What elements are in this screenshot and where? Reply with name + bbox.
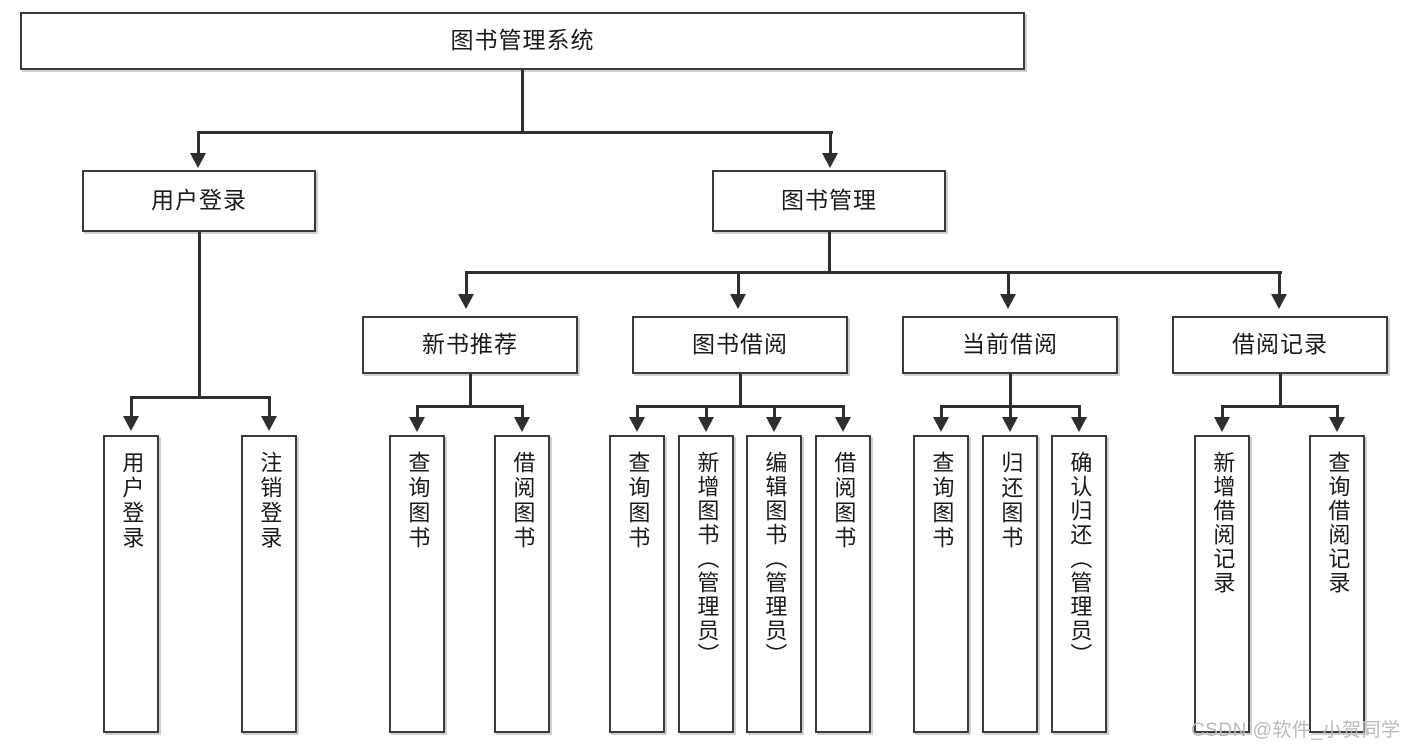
leaf-query-book-1[interactable]: 查询图书 — [389, 435, 445, 733]
leaf-add-record[interactable]: 新增借阅记录 — [1194, 435, 1250, 733]
connector-book-borrow-bus — [637, 405, 845, 408]
leaf-query-book-2[interactable]: 查询图书 — [609, 435, 665, 733]
node-book-management[interactable]: 图书管理 — [712, 170, 946, 232]
arrowhead-bb-to-leaf-1 — [629, 417, 645, 432]
connector-book-management-bus — [466, 271, 1282, 274]
leaf-label: 用户登录 — [119, 451, 145, 551]
connector-user-login-to-leaf-2 — [268, 396, 271, 418]
connector-cb-to-leaf-1 — [940, 405, 943, 419]
leaf-query-record[interactable]: 查询借阅记录 — [1309, 435, 1365, 733]
connector-bb-to-leaf-1 — [636, 405, 639, 419]
leaf-query-book-3[interactable]: 查询图书 — [913, 435, 969, 733]
arrowhead-user-login-to-leaf-1 — [123, 416, 139, 431]
arrowhead-cb-to-leaf-1 — [933, 417, 949, 432]
connector-bb-to-leaf-4 — [842, 405, 845, 419]
leaf-label: 查询图书 — [625, 451, 651, 551]
connector-root-to-book-management — [829, 131, 832, 156]
connector-bm-to-new-book-recommend — [465, 271, 468, 296]
connector-new-book-recommend-bus — [417, 405, 524, 408]
connector-cb-to-leaf-3 — [1078, 405, 1081, 419]
connector-bb-to-leaf-2 — [705, 405, 708, 419]
leaf-add-book[interactable]: 新增图书（管理员） — [678, 435, 734, 733]
connector-root-bus — [198, 131, 833, 134]
connector-br-to-leaf-1 — [1221, 405, 1224, 419]
arrowhead-cb-to-leaf-2 — [1002, 417, 1018, 432]
node-current-borrow[interactable]: 当前借阅 — [902, 316, 1118, 374]
arrowhead-br-to-leaf-2 — [1329, 417, 1345, 432]
watermark-text: CSDN @软件_小贺同学 — [1191, 720, 1401, 741]
arrowhead-bm-to-new-book-recommend — [458, 294, 474, 309]
leaf-label: 查询图书 — [405, 451, 431, 551]
connector-nbr-to-leaf-2 — [521, 405, 524, 419]
connector-new-book-recommend-stem — [469, 374, 472, 406]
leaf-edit-book[interactable]: 编辑图书（管理员） — [746, 435, 802, 733]
node-new-book-recommend[interactable]: 新书推荐 — [362, 316, 578, 374]
leaf-label: 新增图书（管理员） — [694, 451, 720, 667]
arrowhead-root-to-book-management — [822, 153, 838, 168]
node-label: 当前借阅 — [962, 331, 1058, 358]
arrowhead-bm-to-current-borrow — [1000, 294, 1016, 309]
leaf-logout-login[interactable]: 注销登录 — [241, 435, 297, 733]
arrowhead-cb-to-leaf-3 — [1071, 417, 1087, 432]
node-label: 新书推荐 — [422, 331, 518, 358]
leaf-label: 查询借阅记录 — [1325, 451, 1351, 595]
connector-user-login-stem — [198, 232, 201, 397]
connector-bm-to-book-borrow — [737, 271, 740, 296]
arrowhead-nbr-to-leaf-2 — [514, 417, 530, 432]
node-label: 图书管理 — [781, 187, 877, 214]
connector-user-login-to-leaf-1 — [130, 396, 133, 418]
arrowhead-nbr-to-leaf-1 — [409, 417, 425, 432]
arrowhead-root-to-user-login — [190, 153, 206, 168]
arrowhead-bb-to-leaf-2 — [698, 417, 714, 432]
leaf-user-login[interactable]: 用户登录 — [103, 435, 159, 733]
connector-current-borrow-stem — [1009, 374, 1012, 406]
leaf-confirm-return[interactable]: 确认归还（管理员） — [1051, 435, 1107, 733]
node-label: 图书借阅 — [692, 331, 788, 358]
connector-bm-to-borrow-record — [1278, 271, 1281, 296]
leaf-return-book[interactable]: 归还图书 — [982, 435, 1038, 733]
leaf-borrow-book-1[interactable]: 借阅图书 — [494, 435, 550, 733]
leaf-label: 借阅图书 — [510, 451, 536, 551]
leaf-label: 借阅图书 — [831, 451, 857, 551]
node-book-borrow[interactable]: 图书借阅 — [632, 316, 848, 374]
leaf-label: 新增借阅记录 — [1210, 451, 1236, 595]
leaf-label: 归还图书 — [998, 451, 1024, 551]
connector-bb-to-leaf-3 — [773, 405, 776, 419]
connector-root-stem — [521, 70, 524, 132]
node-user-login[interactable]: 用户登录 — [82, 170, 316, 232]
connector-user-login-bus — [131, 396, 270, 399]
connector-borrow-record-stem — [1279, 374, 1282, 406]
connector-root-to-user-login — [197, 131, 200, 156]
connector-br-to-leaf-2 — [1336, 405, 1339, 419]
arrowhead-br-to-leaf-1 — [1214, 417, 1230, 432]
leaf-label: 确认归还（管理员） — [1067, 451, 1093, 667]
leaf-label: 查询图书 — [929, 451, 955, 551]
node-label: 借阅记录 — [1232, 331, 1328, 358]
arrowhead-user-login-to-leaf-2 — [261, 416, 277, 431]
connector-bm-to-current-borrow — [1007, 271, 1010, 296]
arrowhead-bm-to-borrow-record — [1271, 294, 1287, 309]
arrowhead-bm-to-book-borrow — [730, 294, 746, 309]
arrowhead-bb-to-leaf-4 — [835, 417, 851, 432]
node-borrow-record[interactable]: 借阅记录 — [1172, 316, 1388, 374]
node-label: 图书管理系统 — [450, 27, 595, 54]
connector-book-management-stem — [828, 232, 831, 272]
node-label: 用户登录 — [151, 187, 247, 214]
leaf-label: 编辑图书（管理员） — [762, 451, 788, 667]
connector-book-borrow-stem — [739, 374, 742, 406]
connector-cb-to-leaf-2 — [1009, 405, 1012, 419]
node-root-book-management-system[interactable]: 图书管理系统 — [20, 12, 1025, 70]
connector-borrow-record-bus — [1222, 405, 1339, 408]
arrowhead-bb-to-leaf-3 — [766, 417, 782, 432]
leaf-borrow-book-2[interactable]: 借阅图书 — [815, 435, 871, 733]
connector-nbr-to-leaf-1 — [416, 405, 419, 419]
leaf-label: 注销登录 — [257, 451, 283, 551]
